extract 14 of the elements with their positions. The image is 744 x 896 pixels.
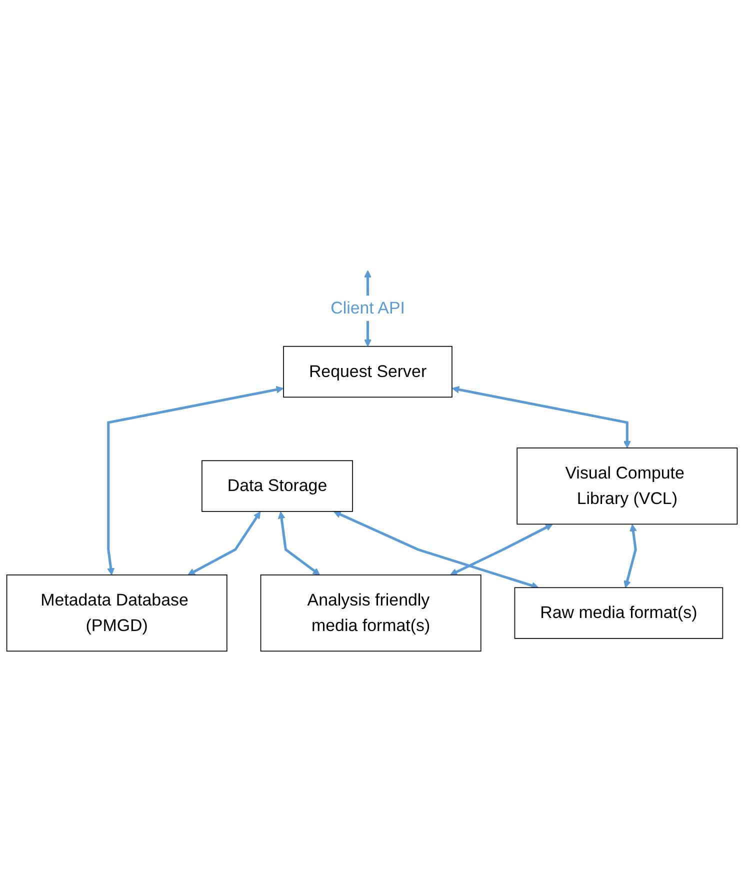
arrow (107, 386, 284, 576)
node-box: Raw media format(s) (514, 587, 724, 639)
arrow (450, 524, 553, 576)
node-box: Analysis friendly media format(s) (260, 574, 482, 652)
arrow (278, 512, 320, 576)
node-box: Request Server (283, 346, 452, 398)
edge-label: Client API (330, 299, 405, 318)
arrow (624, 524, 637, 588)
arrow (188, 511, 261, 576)
node-box: Data Storage (202, 460, 353, 512)
arrow (334, 511, 539, 590)
arrow (452, 386, 631, 448)
node-box: Metadata Database (PMGD) (6, 574, 228, 652)
node-box: Visual Compute Library (VCL) (516, 448, 738, 525)
